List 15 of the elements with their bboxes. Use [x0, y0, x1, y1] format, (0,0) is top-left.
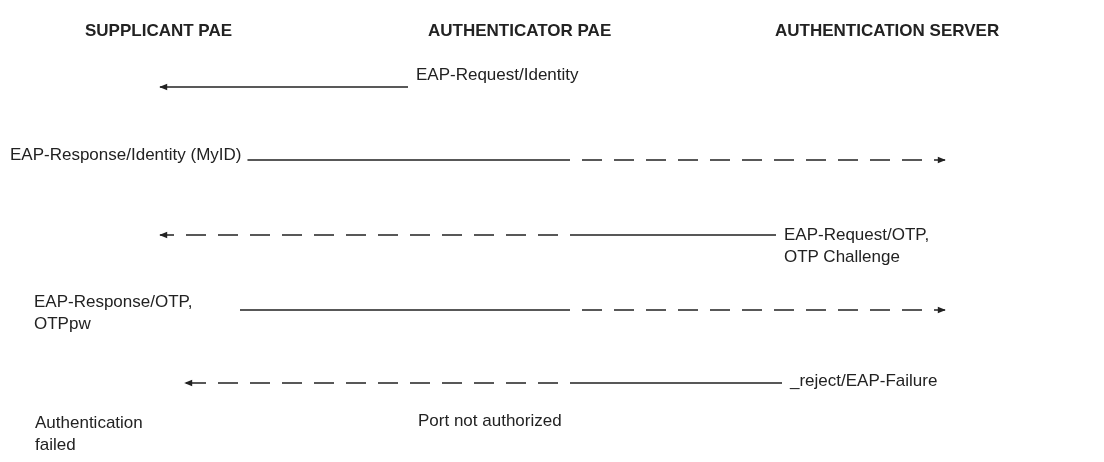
message-arrow: [239, 306, 946, 314]
lane-heading: AUTHENTICATOR PAE: [428, 20, 612, 42]
message-label: EAP-Response/OTP, OTPpw: [34, 291, 234, 335]
message-label: _reject/EAP-Failure: [790, 370, 938, 392]
lane-heading: AUTHENTICATION SERVER: [775, 20, 1000, 42]
message-arrow: [184, 379, 783, 387]
message-label: EAP-Response/Identity (MyID): [10, 144, 242, 166]
lane-heading: SUPPLICANT PAE: [85, 20, 233, 42]
message-arrow: [159, 83, 409, 91]
note-text: Port not authorized: [418, 410, 562, 432]
message-arrow: [159, 231, 777, 239]
note-text: Authentication failed: [35, 412, 144, 456]
message-arrow: [246, 156, 946, 164]
message-label: EAP-Request/OTP, OTP Challenge: [784, 224, 959, 268]
message-label: EAP-Request/Identity: [416, 64, 579, 86]
